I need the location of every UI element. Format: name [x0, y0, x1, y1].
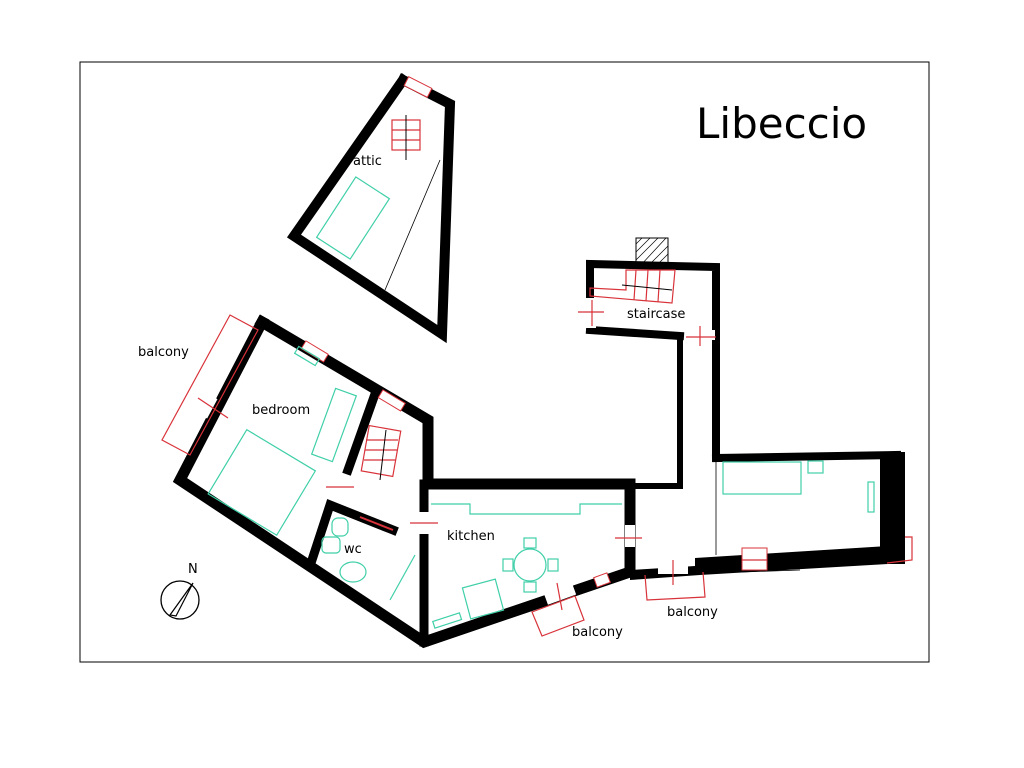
bedroom-stairs	[360, 424, 402, 481]
main-block: bedroom wc kitchen balcony balcony	[138, 314, 642, 649]
bidet	[331, 517, 349, 537]
north-arrow-icon: N	[160, 562, 200, 620]
staircase-label: staircase	[627, 307, 685, 322]
corridor-wall	[629, 333, 683, 489]
wardrobe	[310, 387, 358, 463]
east-room-bed	[722, 461, 802, 495]
staircase-stairs	[589, 269, 676, 304]
double-bed	[207, 428, 317, 536]
hall-window	[377, 389, 406, 412]
kitchen-counter	[431, 503, 622, 515]
attic-walls	[286, 73, 456, 344]
kitchen-label: kitchen	[447, 529, 495, 544]
compass-north-label: N	[188, 562, 198, 577]
balcony-south	[531, 595, 585, 637]
attic-bed	[315, 176, 391, 260]
balcony-west	[161, 314, 259, 456]
balcony-east-label: balcony	[667, 605, 718, 620]
bedroom-label: bedroom	[252, 403, 310, 418]
east-room-north-wall	[711, 450, 902, 463]
balcony-south-label: balcony	[572, 625, 623, 640]
staircase-south-wall	[585, 325, 685, 341]
staircase-walls	[586, 259, 720, 462]
sofa	[461, 578, 505, 620]
stair-arrow-icon	[379, 429, 387, 481]
washbasin	[339, 561, 367, 583]
plan-title: Libeccio	[696, 99, 867, 148]
wc-label: wc	[344, 542, 362, 557]
attic-window	[403, 75, 433, 99]
attic-room: attic	[286, 73, 456, 344]
balcony-west-label: balcony	[138, 345, 189, 360]
dining-table	[513, 548, 547, 582]
plan-frame	[79, 61, 930, 663]
stair-arrow-icon	[621, 284, 673, 291]
east-wing: staircase balcony	[578, 237, 913, 620]
balcony-east	[644, 571, 706, 601]
south-walls	[172, 314, 637, 649]
attic-label: attic	[353, 154, 382, 169]
bedroom-east-wall	[342, 388, 381, 476]
toilet	[321, 536, 341, 554]
